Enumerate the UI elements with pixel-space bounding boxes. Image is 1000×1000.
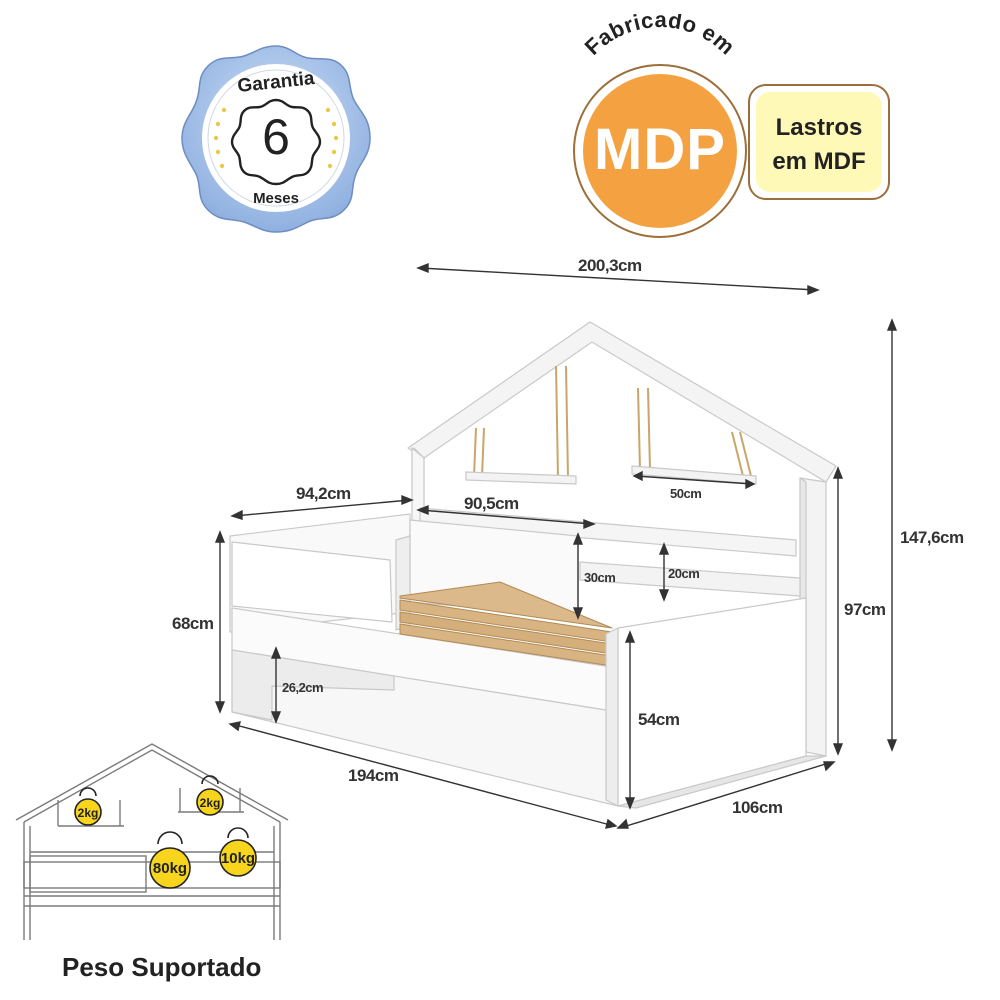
kettlebell-icon xyxy=(149,831,191,889)
weight-shelf-left: 2kg xyxy=(77,806,99,820)
warranty-number: 6 xyxy=(262,109,290,165)
slats-line-2: em MDF xyxy=(772,148,866,175)
dim-total-height: 147,6cm xyxy=(900,528,964,547)
slats-line-1: Lastros xyxy=(775,114,863,141)
swing-shelf-left xyxy=(465,365,577,485)
weight-mattress: 80kg xyxy=(152,860,188,877)
weight-shelf-right: 2kg xyxy=(199,796,221,810)
dim-total-length: 200,3cm xyxy=(578,256,642,275)
dimension-arrows xyxy=(214,262,898,829)
dim-floor-clearance: 26,2cm xyxy=(282,680,324,695)
dim-bed-width: 106cm xyxy=(732,798,783,817)
warranty-seal-icon xyxy=(181,45,371,233)
warranty-unit: Meses xyxy=(253,190,299,207)
back-rail xyxy=(419,507,797,557)
dim-side-rail-length: 90,5cm xyxy=(464,494,519,513)
material-arc-label: Fabricado em xyxy=(560,7,760,84)
warranty-badge: Garantia 6 Meses xyxy=(178,40,374,236)
dim-side-height: 68cm xyxy=(172,614,214,633)
kettlebell-icon xyxy=(219,827,257,877)
swing-shelf-right xyxy=(631,387,757,485)
weight-bench: 10kg xyxy=(220,850,256,867)
weight-icons xyxy=(74,775,257,889)
mdp-label: MDP xyxy=(594,117,726,182)
slats-badge: Lastros em MDF xyxy=(748,84,890,200)
kettlebell-icon xyxy=(74,787,102,826)
kettlebell-icon xyxy=(196,775,224,816)
dim-bed-length: 194cm xyxy=(348,766,399,785)
weight-diagram-title: Peso Suportado xyxy=(62,952,262,982)
dim-rail-gap: 20cm xyxy=(668,566,700,581)
dim-shelf-length: 50cm xyxy=(670,486,702,501)
dim-backrest-length: 94,2cm xyxy=(296,484,351,503)
dim-footboard-height: 54cm xyxy=(638,710,680,729)
mdp-badge: MDP xyxy=(573,64,747,238)
dim-headboard-height: 97cm xyxy=(844,600,886,619)
wood-slats xyxy=(399,581,613,667)
dim-rail-height: 30cm xyxy=(584,570,616,585)
